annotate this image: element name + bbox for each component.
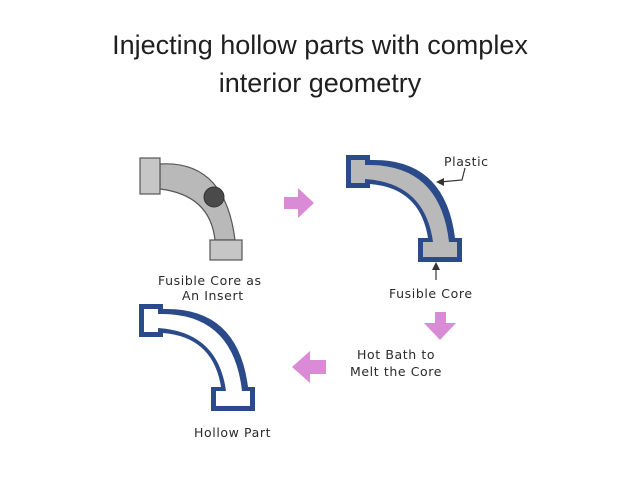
label-plastic: Plastic [444,154,489,169]
arrow-left-icon [292,351,326,383]
label-fusible-core-insert-line-2: An Insert [182,288,244,303]
overmolded-part-figure [346,155,462,262]
label-hollow-part: Hollow Part [194,425,271,440]
fusible-core-insert-figure [139,157,243,261]
core-left-flange [139,157,161,195]
slide-title-line-2: interior geometry [218,68,422,98]
arrow-right-icon [284,188,314,218]
label-fusible-core-insert-line-1: Fusible Core as [158,273,262,288]
label-hot-bath-line-2: Melt the Core [350,364,442,379]
label-hot-bath-line-1: Hot Bath to [357,347,435,362]
hollow-cavity [144,309,250,406]
gate-ball-icon [203,186,225,208]
arrow-down-icon [424,312,456,340]
core-bottom-flange [209,239,243,261]
slide-title-line-1: Injecting hollow parts with complex [112,30,528,60]
plastic-leader-arrowhead [436,178,444,186]
slide-title: Injecting hollow parts with complex inte… [0,26,640,102]
hollow-part-figure [139,304,255,411]
core-elbow-body [159,163,236,241]
plastic-leader-line [439,167,466,183]
label-fusible-core: Fusible Core [389,286,473,301]
fusible-core-leader-arrowhead [432,262,440,270]
core-inside-shell [351,160,457,257]
